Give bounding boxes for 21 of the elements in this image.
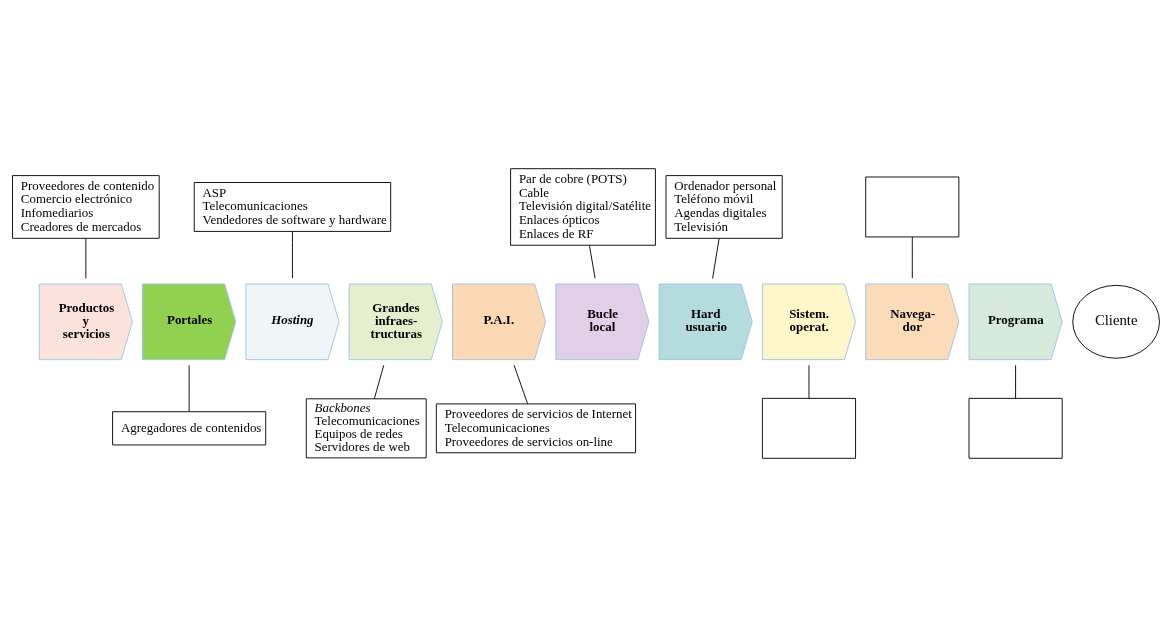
node-box: Proveedores de contenido Comercio electrónico Infomediarios Creadores de mercados xyxy=(12,174,160,239)
connector xyxy=(911,236,913,279)
connector xyxy=(1015,364,1017,399)
connector xyxy=(85,237,87,279)
connector xyxy=(188,364,190,412)
connector xyxy=(712,237,720,279)
connector xyxy=(292,230,293,278)
node-box: Proveedores de servicios de Internet Telecomunicaciones Proveedores de servicios on-line xyxy=(435,402,637,453)
node-box xyxy=(968,397,1063,459)
node-box: Ordenador personal Teléfono móvil Agendas digitales Televisión xyxy=(665,174,783,239)
node-box: Agregadores de contenidos xyxy=(112,410,267,445)
node-box: ASP Telecomunicaciones Vendedores de software y hardware xyxy=(193,181,392,232)
connector xyxy=(373,364,385,399)
connector xyxy=(589,244,596,279)
node-box xyxy=(865,176,960,237)
node-box xyxy=(761,397,856,459)
node-ellipse: Cliente xyxy=(1072,284,1160,359)
node-box: Backbones Telecomunicaciones Equipos de redes Servidores de web xyxy=(305,397,427,458)
connector xyxy=(513,364,529,404)
node-box: Par de cobre (POTS) Cable Televisión digital/Satélite Enlaces ópticos Enlaces de RF xyxy=(510,167,656,246)
connector xyxy=(808,364,810,399)
